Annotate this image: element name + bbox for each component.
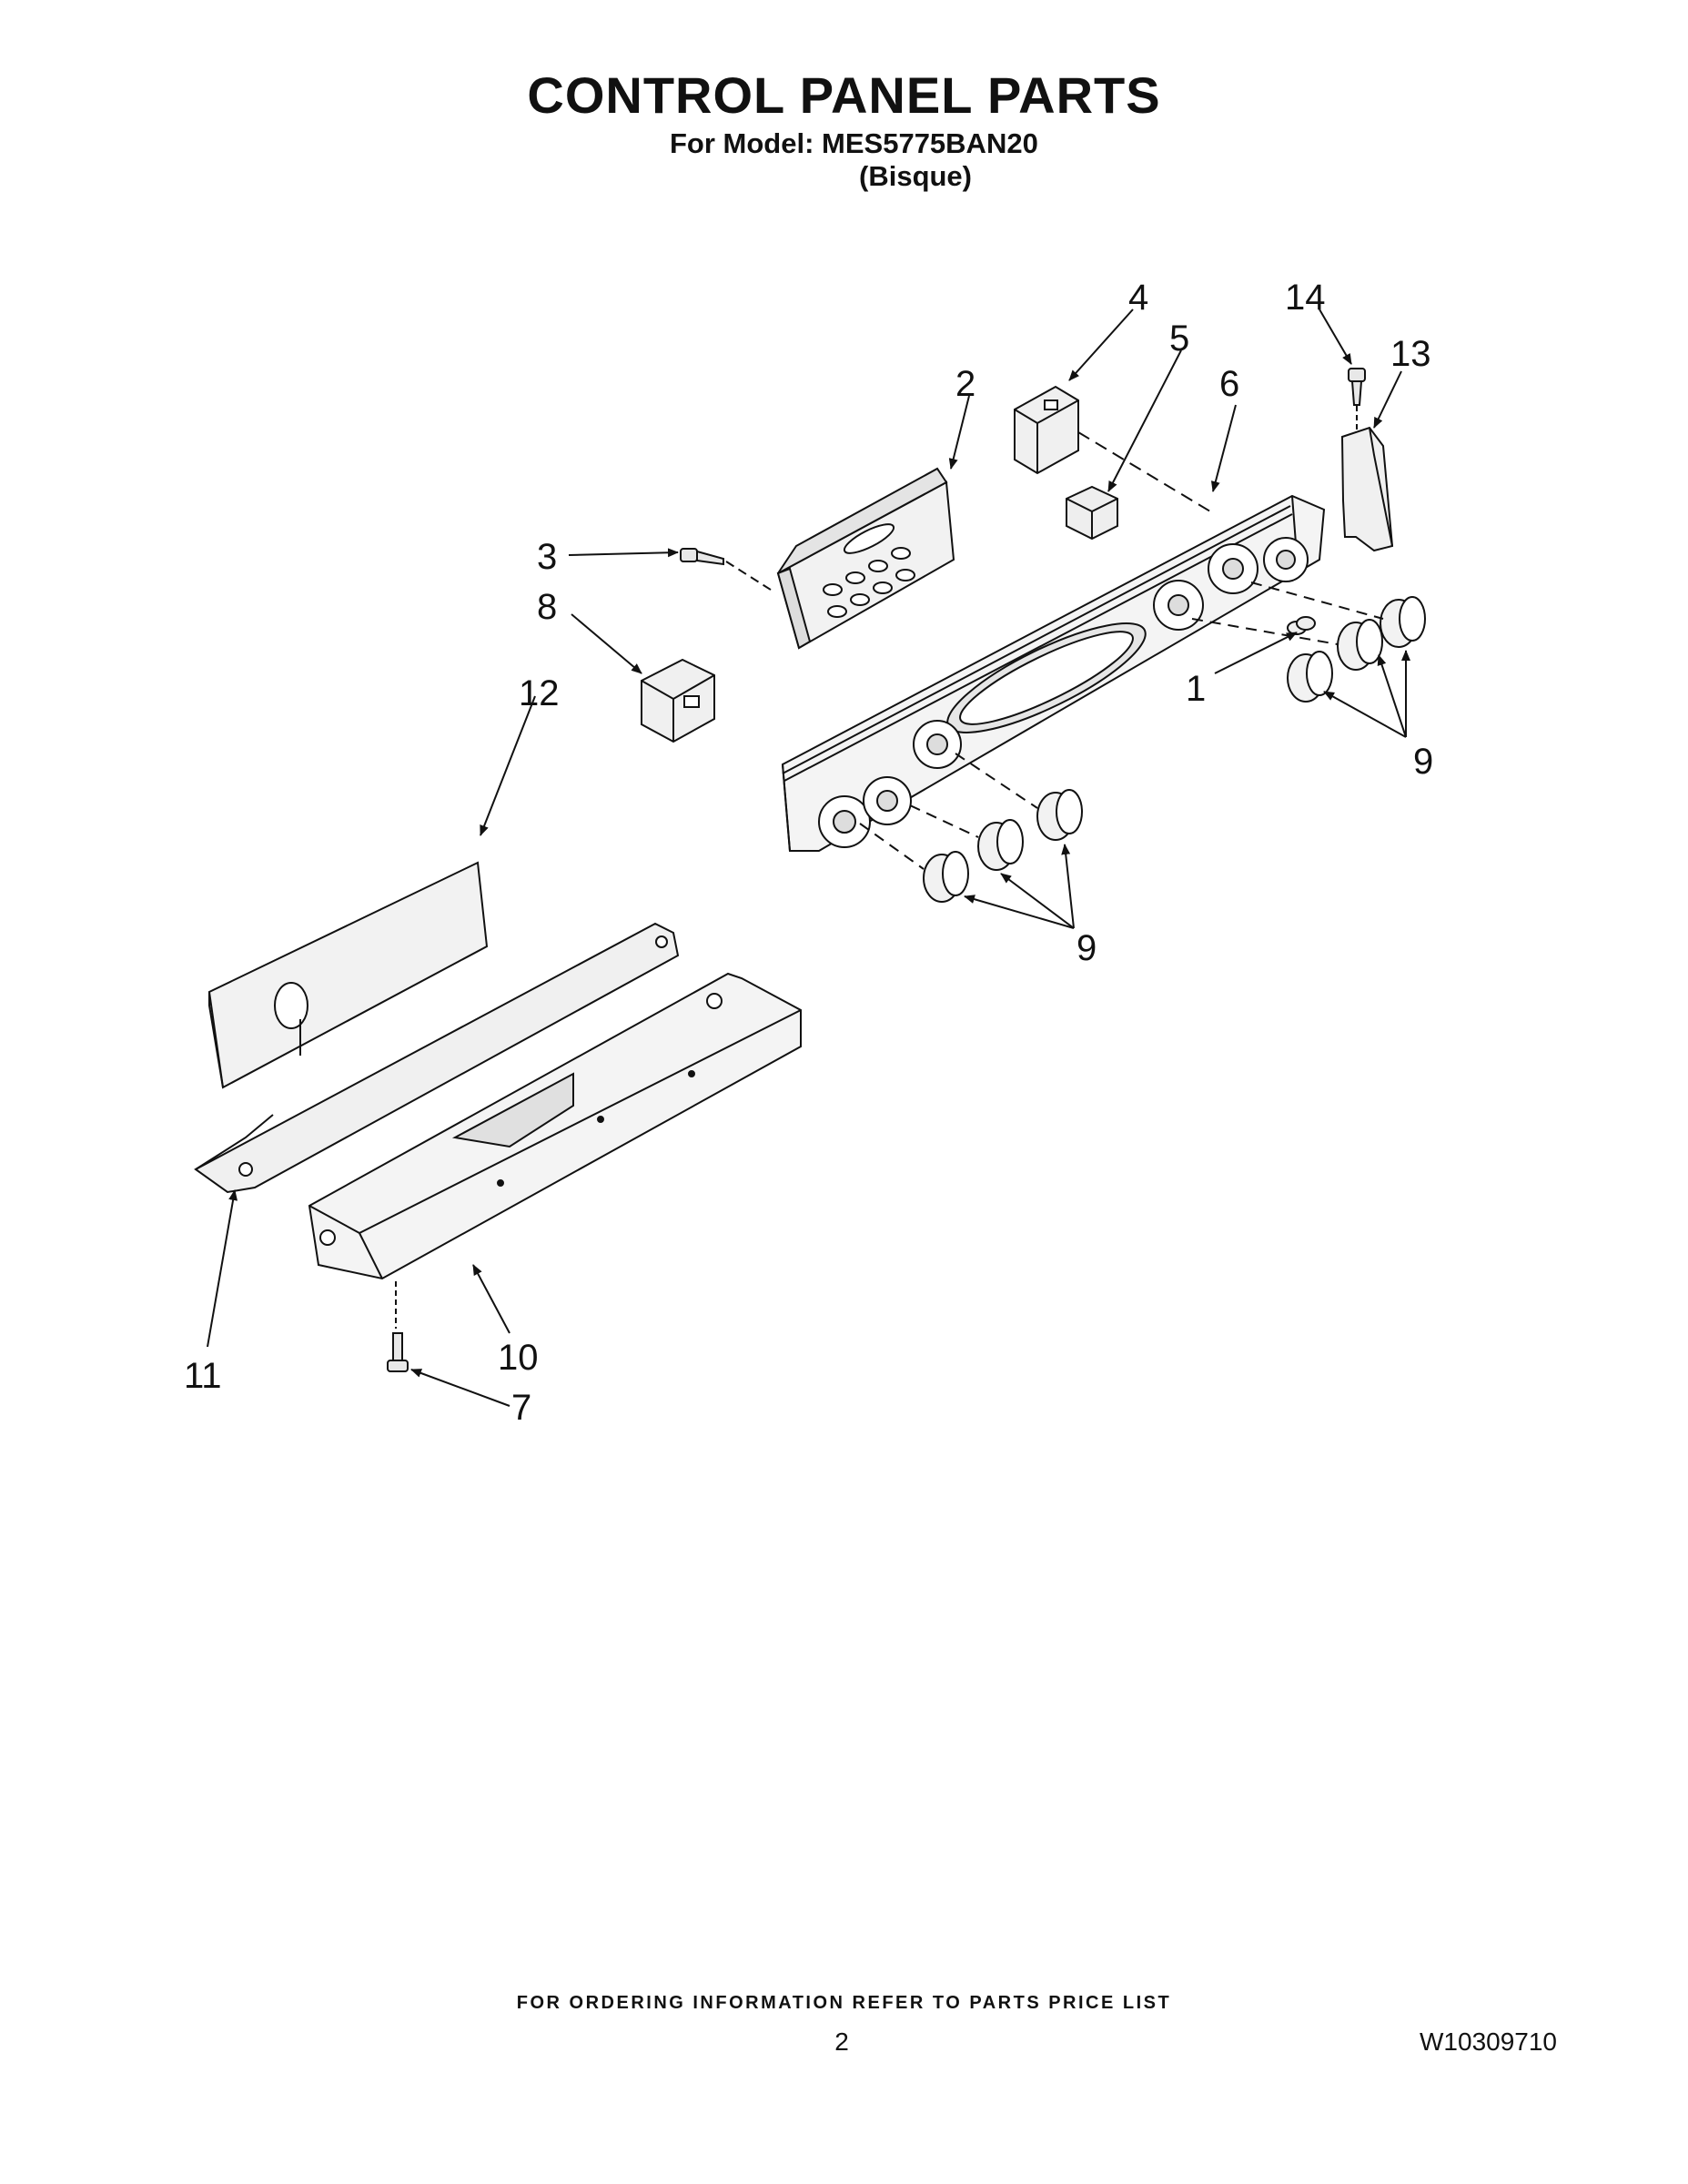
- screw-3: [681, 549, 723, 564]
- callout-11: 11: [184, 1356, 222, 1396]
- screw-7: [388, 1333, 408, 1371]
- callout-7: 7: [511, 1388, 531, 1428]
- page-title: CONTROL PANEL PARTS: [527, 66, 1161, 124]
- variant-line: (Bisque): [859, 160, 972, 192]
- switch-4: [1015, 387, 1078, 473]
- callout-10: 10: [498, 1338, 539, 1378]
- callout-9-left: 9: [1076, 928, 1097, 968]
- model-line: For Model: MES5775BAN20: [670, 127, 1038, 159]
- callout-8: 8: [537, 587, 557, 627]
- knobs-right-group: [1288, 597, 1425, 702]
- leader-lines: [207, 308, 1410, 1407]
- control-panel-console: [783, 496, 1324, 851]
- page-number: 2: [834, 2027, 849, 2056]
- callout-14: 14: [1285, 278, 1326, 318]
- callout-4: 4: [1128, 278, 1148, 318]
- knobs-left-group: [924, 790, 1082, 902]
- screw-14: [1349, 369, 1365, 405]
- trim-strip-11: [196, 924, 678, 1192]
- knob: [1037, 790, 1082, 840]
- knob: [1288, 652, 1332, 702]
- callout-6: 6: [1219, 364, 1239, 404]
- electronic-control-board: [778, 469, 954, 648]
- knob: [1380, 597, 1425, 647]
- callout-1: 1: [1186, 669, 1206, 709]
- knob: [1338, 620, 1382, 670]
- knob: [978, 820, 1023, 870]
- callout-2: 2: [955, 364, 975, 404]
- callout-5: 5: [1169, 318, 1189, 359]
- knob-clip-1: [1288, 617, 1315, 634]
- switch-5: [1066, 487, 1117, 539]
- end-bracket-13: [1342, 428, 1392, 551]
- callout-9-right: 9: [1413, 742, 1433, 782]
- ordering-note: FOR ORDERING INFORMATION REFER TO PARTS …: [516, 1993, 1172, 2013]
- callout-numbers: 1 2 3 4 5 6 7 8 9 9 10 11 12 13 14: [184, 278, 1433, 1428]
- mounting-tray-10: [309, 974, 801, 1279]
- relay-8: [642, 660, 714, 742]
- callout-13: 13: [1390, 334, 1431, 374]
- knob: [924, 852, 968, 902]
- document-number: W10309710: [1420, 2027, 1558, 2056]
- callout-12: 12: [519, 673, 560, 713]
- callout-3: 3: [537, 537, 557, 577]
- rear-shield-12: [209, 863, 487, 1087]
